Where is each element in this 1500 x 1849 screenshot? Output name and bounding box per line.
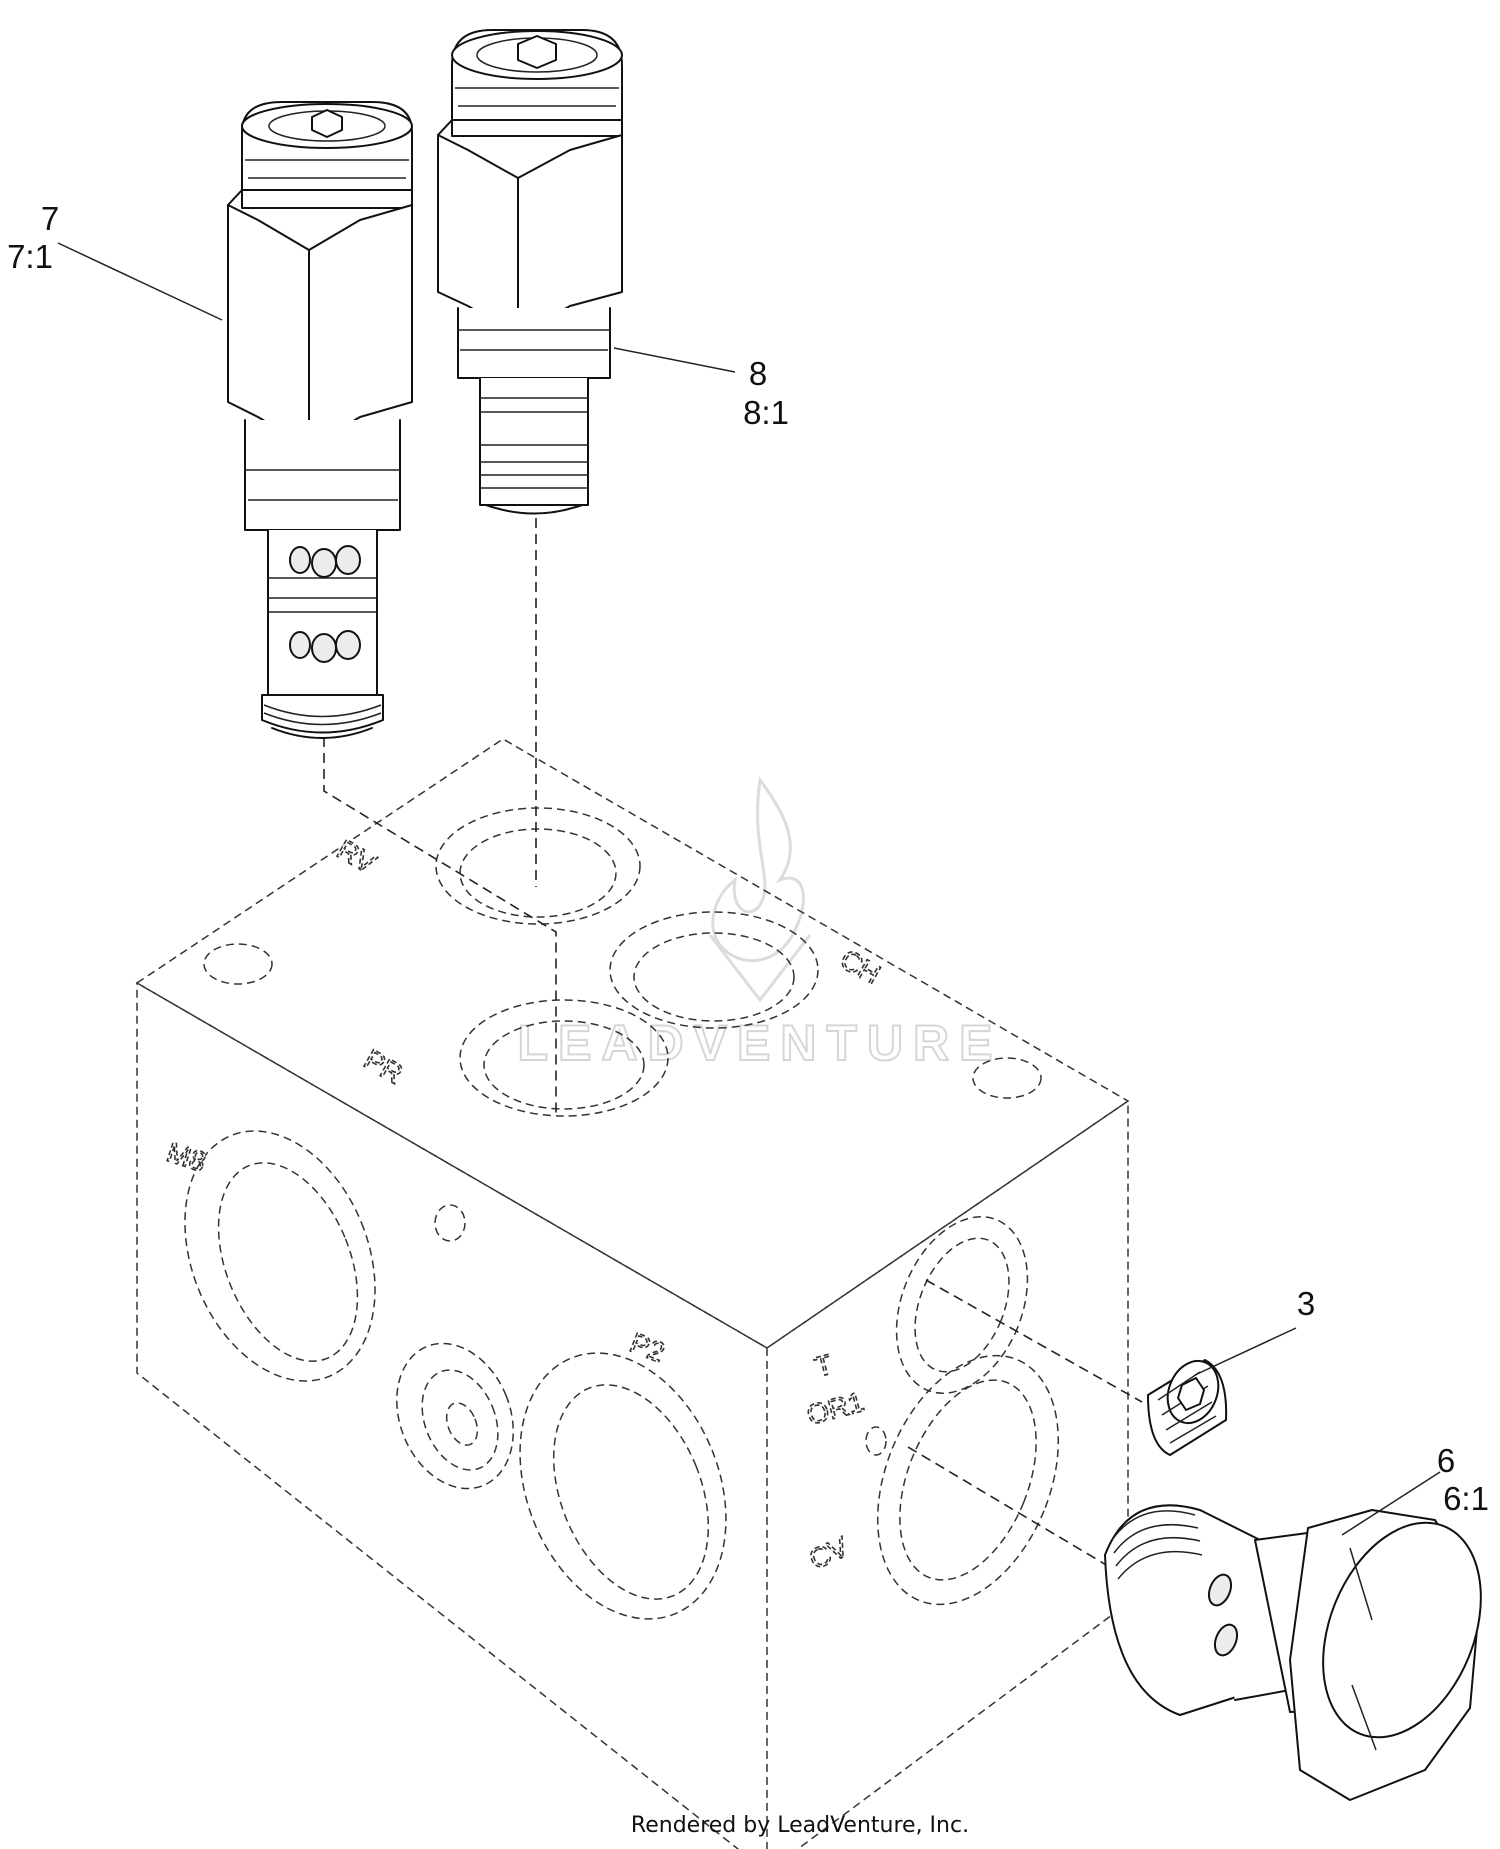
port-m8 — [184, 1130, 376, 1382]
port-label-t: T — [812, 1348, 837, 1382]
check-valve-6 — [1104, 1504, 1482, 1801]
port-ch — [609, 911, 819, 1029]
port-label-or1: OR1 — [804, 1386, 868, 1431]
callout-8: 8 8:1 — [613, 347, 789, 431]
callout-7-number: 7 — [41, 200, 59, 237]
watermark-text: LEADVENTURE — [517, 1015, 1002, 1071]
manifold-front-face — [136, 981, 768, 1849]
footer-credit: Rendered by LeadVenture, Inc. — [631, 1813, 969, 1838]
manifold-block: RV CH PR M8 P2 T OR1 CV — [135, 738, 1130, 1849]
manifold-right-face — [766, 1099, 1129, 1849]
watermark: LEADVENTURE — [516, 776, 1002, 1072]
callout-6: 6 6:1 — [1341, 1442, 1489, 1536]
port-label-p2: P2 — [626, 1327, 669, 1369]
port-t — [895, 1216, 1029, 1394]
callout-8-sub: 8:1 — [743, 394, 789, 431]
callout-3: 3 — [1194, 1285, 1315, 1376]
port-label-pr: PR — [359, 1043, 408, 1089]
port-label-m8: M8 — [163, 1136, 210, 1178]
plug-3 — [1147, 1359, 1228, 1456]
callout-7: 7 7:1 — [7, 200, 223, 321]
port-gauge-small — [396, 1342, 514, 1490]
port-label-ch: CH — [835, 943, 886, 990]
port-rv — [435, 807, 641, 925]
valve-cartridge-7 — [227, 101, 413, 739]
mounting-hole-right — [972, 1057, 1042, 1099]
hex-socket-icon — [517, 35, 557, 69]
assembly-centerlines — [323, 518, 1143, 1567]
callout-3-number: 3 — [1297, 1285, 1315, 1322]
manifold-top-face — [135, 738, 1130, 1349]
callout-6-sub: 6:1 — [1443, 1480, 1489, 1517]
port-small-o — [434, 1204, 466, 1242]
port-pr — [459, 999, 669, 1117]
callout-6-number: 6 — [1437, 1442, 1455, 1479]
valve-cartridge-8 — [437, 29, 623, 515]
port-or1-orifice — [865, 1426, 887, 1456]
port-label-rv: RV — [332, 833, 381, 879]
watermark-flame-icon — [708, 776, 812, 1003]
mounting-hole-left — [203, 943, 273, 985]
callout-7-sub: 7:1 — [7, 238, 53, 275]
port-label-cv: CV — [804, 1531, 853, 1576]
callout-8-number: 8 — [749, 355, 767, 392]
port-p2 — [519, 1352, 727, 1620]
port-cv — [876, 1354, 1060, 1606]
hex-socket-icon — [311, 109, 343, 138]
hex-socket-icon — [1177, 1377, 1205, 1411]
